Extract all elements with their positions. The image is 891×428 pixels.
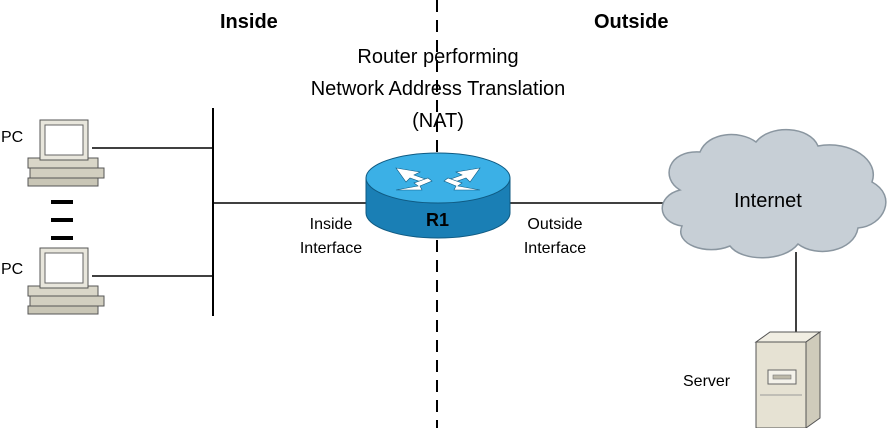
outside-zone-label: Outside [594, 11, 669, 33]
server-label: Server [683, 373, 731, 390]
inside-zone-label: Inside [220, 11, 278, 33]
router-name: R1 [426, 210, 450, 230]
router-caption-line: Network Address Translation [310, 78, 566, 100]
outside-interface-label: Outside Interface [510, 213, 600, 261]
router-icon [365, 152, 511, 239]
router-caption: Router performing Network Address Transl… [268, 41, 608, 137]
pc-label: PC [1, 261, 24, 278]
ellipsis-icon [51, 200, 73, 240]
inside-interface-line: Inside [309, 216, 353, 233]
pc-label: PC [1, 129, 24, 146]
outside-interface-line: Interface [523, 240, 587, 257]
inside-interface-label: Inside Interface [286, 213, 376, 261]
outside-interface-line: Outside [527, 216, 583, 233]
router-caption-line: Router performing [357, 46, 519, 68]
inside-interface-line: Interface [299, 240, 363, 257]
pc-icon [27, 247, 105, 315]
server-icon [754, 331, 822, 428]
router-caption-line: (NAT) [412, 110, 464, 132]
pc-icon [27, 119, 105, 187]
internet-label: Internet [734, 190, 802, 212]
internet-cloud-icon [661, 129, 887, 259]
